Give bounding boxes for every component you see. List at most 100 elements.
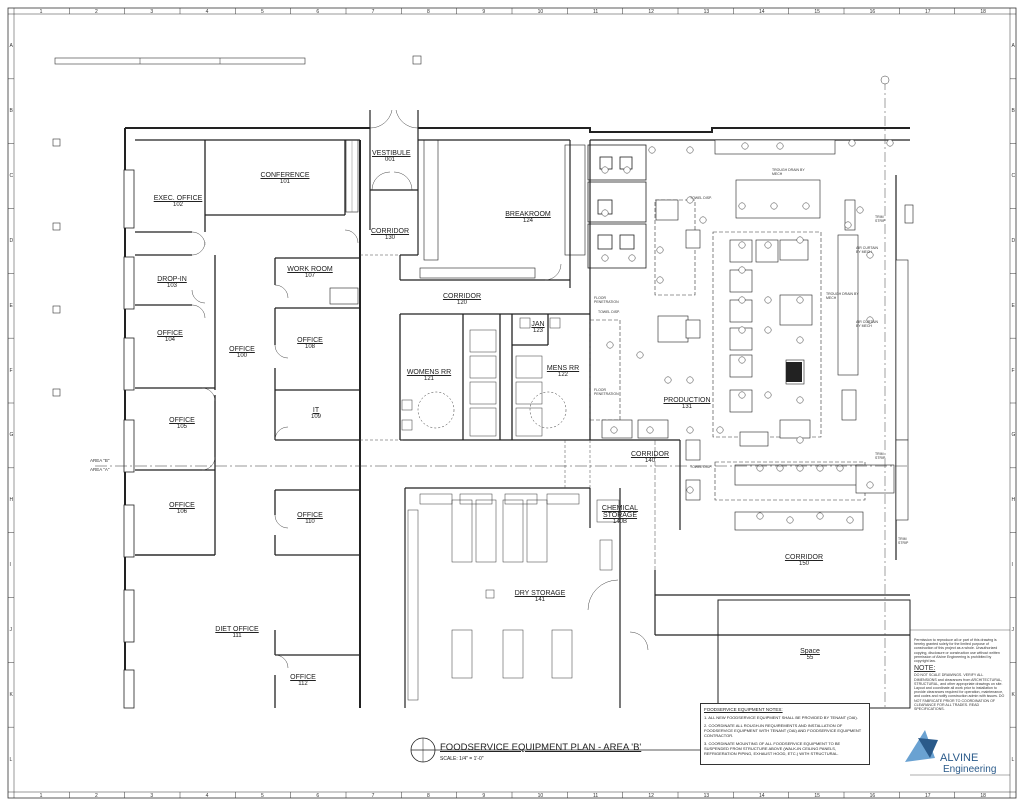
- door-swings: [191, 109, 419, 669]
- equipment-tag: [610, 426, 618, 434]
- tag-towel-disp-3: TOWEL DISP.: [690, 465, 712, 469]
- equipment-tag: [601, 254, 609, 262]
- equipment-tag: [738, 266, 746, 274]
- equipment-tag: [636, 351, 644, 359]
- equipment-tag: [656, 246, 664, 254]
- grid-column-10-bottom: 10: [537, 793, 544, 799]
- equipment-tag: [648, 146, 656, 154]
- grid-row-F-right: F: [1011, 367, 1015, 374]
- equipment-tag: [796, 236, 804, 244]
- grid-row-J-right: J: [1011, 626, 1015, 633]
- equipment-tag: [848, 139, 856, 147]
- tag-air-curtain-2: AIR CURTAIN BY MECH: [856, 320, 879, 328]
- logo-mark: [905, 730, 935, 762]
- grid-column-13-top: 13: [703, 9, 710, 15]
- plan-title: FOODSERVICE EQUIPMENT PLAN - AREA 'B': [440, 742, 642, 753]
- grid-row-G-right: G: [1011, 432, 1016, 439]
- grid-column-12-top: 12: [648, 9, 654, 15]
- restroom-walls: [399, 300, 591, 441]
- equipment-tag: [686, 196, 694, 204]
- grid-ticks: [8, 8, 1016, 798]
- equipment-tag: [738, 202, 746, 210]
- equipment-tag: [738, 241, 746, 249]
- equipment-tag: [716, 426, 724, 434]
- grid-column-9-top: 9: [482, 9, 486, 15]
- tag-trough-drain: TROUGH DRAIN BY MECH: [772, 168, 805, 176]
- equipment-tag: [802, 202, 810, 210]
- grid-row-J-left: J: [9, 626, 13, 633]
- grid-column-8-top: 8: [427, 9, 430, 15]
- equipment-tag: [844, 221, 852, 229]
- equipment-tag: [796, 296, 804, 304]
- grid-row-B-right: B: [1011, 108, 1015, 115]
- equipment-tag: [756, 512, 764, 520]
- equipment-tag: [738, 296, 746, 304]
- grid-column-4-top: 4: [205, 9, 209, 15]
- equipment-tag: [776, 142, 784, 150]
- key-plan-bar: [54, 57, 306, 65]
- grid-column-1-bottom: 1: [39, 793, 43, 799]
- logo-subname: Engineering: [943, 764, 997, 775]
- area-a-label: AREA "A": [90, 467, 110, 472]
- restroom-fixtures: [401, 317, 567, 437]
- grid-column-5-top: 5: [261, 9, 264, 15]
- note-1: 1. ALL NEW FOODSERVICE EQUIPMENT SHALL B…: [704, 715, 858, 720]
- grid-row-E-left: E: [9, 302, 13, 309]
- equipment-tag: [856, 206, 864, 214]
- equipment-tag: [738, 356, 746, 364]
- equipment-tag: [786, 516, 794, 524]
- equipment-tag: [796, 464, 804, 472]
- tag-floor-penetration-2: FLOOR PENETRATION: [594, 388, 619, 396]
- equipment-tag: [756, 464, 764, 472]
- grid-column-12-bottom: 12: [648, 793, 654, 799]
- grid-row-L-right: L: [1011, 756, 1015, 763]
- grid-column-11-top: 11: [593, 9, 599, 15]
- grid-row-F-left: F: [9, 367, 13, 374]
- grid-row-A-right: A: [1011, 43, 1015, 50]
- plan-title-block: FOODSERVICE EQUIPMENT PLAN - AREA 'B' SC…: [410, 738, 710, 768]
- vestibule-walls: [369, 110, 419, 255]
- grid-column-10-top: 10: [537, 9, 544, 15]
- tag-towel-disp-2: TOWEL DISP.: [598, 310, 620, 314]
- grid-column-6-top: 6: [316, 9, 320, 15]
- foodservice-notes: FOODSERVICE EQUIPMENT NOTES: 1. ALL NEW …: [700, 703, 870, 765]
- grid-row-K-left: K: [9, 691, 13, 698]
- equipment-tag: [796, 436, 804, 444]
- windows-left: [123, 169, 135, 709]
- equipment-tag: [866, 316, 874, 324]
- grid-row-C-left: C: [9, 173, 14, 180]
- logo-name: ALVINE: [940, 752, 979, 764]
- grid-row-K-right: K: [1011, 691, 1015, 698]
- equipment-tag: [741, 142, 749, 150]
- equipment-tag: [764, 391, 772, 399]
- grid-row-B-left: B: [9, 108, 13, 115]
- grid-column-15-top: 15: [814, 9, 820, 15]
- equipment-tag: [664, 376, 672, 384]
- grid-column-4-bottom: 4: [205, 793, 209, 799]
- tag-trough-drain-2: TROUGH DRAIN BY MECH: [826, 292, 859, 300]
- grid-row-L-left: L: [9, 756, 13, 763]
- equipment-tag-circles: [601, 139, 894, 524]
- note-heading: NOTE:: [914, 665, 936, 673]
- equipment-tag: [601, 166, 609, 174]
- grid-column-14-top: 14: [759, 9, 765, 15]
- equipment-tag: [686, 426, 694, 434]
- equipment-tag: [866, 251, 874, 259]
- kitchen-equipment: [601, 139, 914, 531]
- equipment-tag: [836, 464, 844, 472]
